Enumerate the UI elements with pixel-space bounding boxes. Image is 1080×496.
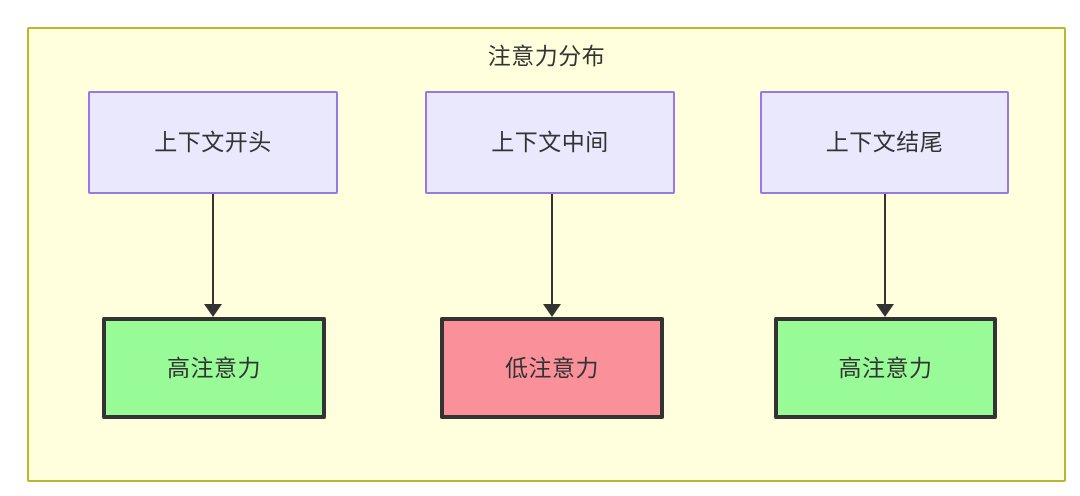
node-high-attention-left-label: 高注意力 bbox=[167, 354, 261, 381]
edge-line-context-middle-to-low-attention bbox=[551, 194, 553, 306]
node-context-end-label: 上下文结尾 bbox=[825, 129, 944, 155]
node-context-middle[interactable]: 上下文中间 bbox=[425, 91, 675, 194]
node-context-middle-label: 上下文中间 bbox=[491, 129, 609, 155]
node-high-attention-right[interactable]: 高注意力 bbox=[774, 317, 997, 419]
node-high-attention-right-label: 高注意力 bbox=[838, 354, 933, 381]
node-context-start-label: 上下文开头 bbox=[154, 129, 272, 155]
node-low-attention-middle[interactable]: 低注意力 bbox=[440, 317, 664, 419]
subgraph-title: 注意力分布 bbox=[487, 43, 606, 69]
node-high-attention-left[interactable]: 高注意力 bbox=[102, 317, 326, 419]
node-low-attention-middle-label: 低注意力 bbox=[505, 354, 599, 381]
down-arrow-icon-2 bbox=[543, 304, 561, 317]
node-context-end[interactable]: 上下文结尾 bbox=[760, 91, 1009, 194]
down-arrow-icon-1 bbox=[204, 304, 222, 317]
edge-line-context-end-to-high-attention bbox=[884, 194, 886, 306]
edge-line-context-start-to-high-attention bbox=[212, 194, 214, 306]
down-arrow-icon-3 bbox=[876, 304, 894, 317]
node-context-start[interactable]: 上下文开头 bbox=[88, 91, 338, 194]
